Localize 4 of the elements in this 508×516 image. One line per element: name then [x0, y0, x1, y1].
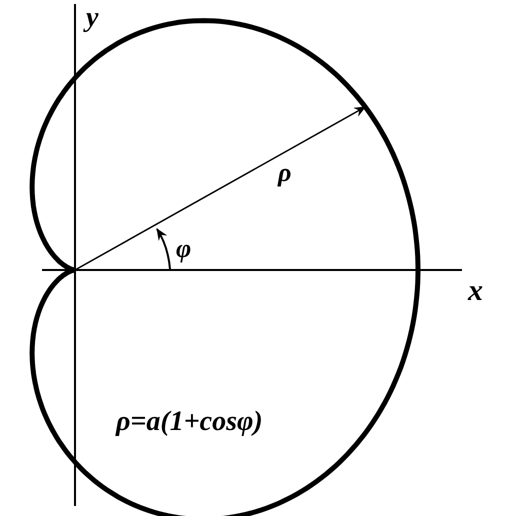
- axis-label: x: [468, 276, 483, 306]
- equation: ρ=a(1+cosφ): [116, 408, 263, 436]
- radius-label: ρ: [278, 160, 292, 186]
- angle-label: φ: [176, 236, 192, 262]
